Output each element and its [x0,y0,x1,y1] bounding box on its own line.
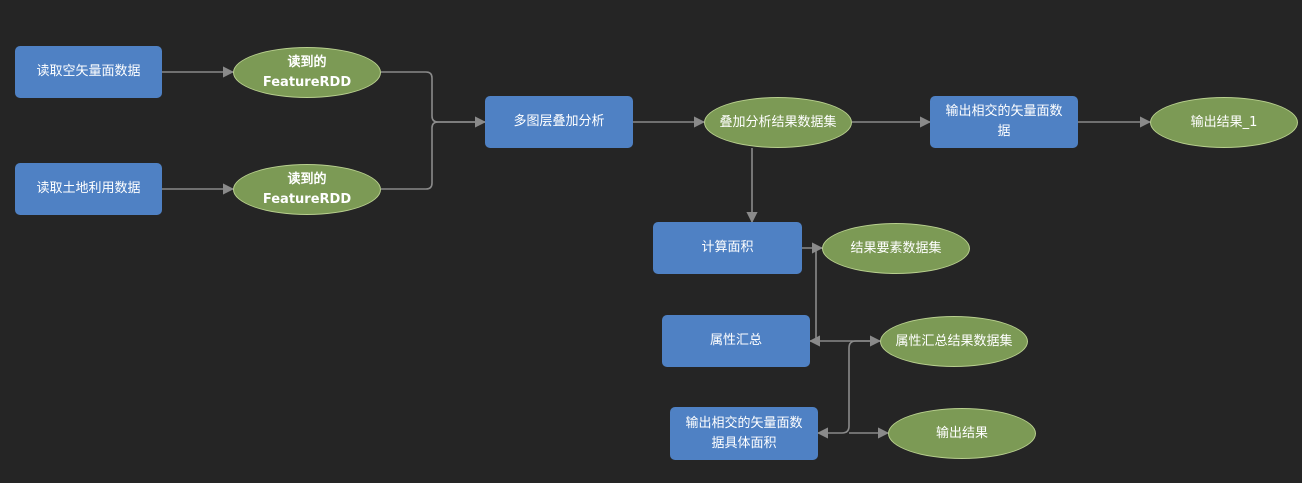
edge-rdd2-to-overlay [381,121,485,190]
edge-features-to-attr-summary [808,247,822,347]
node-result-features[interactable]: 结果要素数据集 [822,223,970,274]
node-output-intersect-area[interactable]: 输出相交的矢量面数据具体面积 [670,407,818,460]
node-feature-rdd-2[interactable]: 读到的FeatureRDD [233,164,381,215]
node-attr-summary[interactable]: 属性汇总 [662,315,810,367]
node-attr-summary-result[interactable]: 属性汇总结果数据集 [880,316,1028,367]
edge-summary-result-to-output-area [816,340,880,439]
node-overlay-analysis[interactable]: 多图层叠加分析 [485,96,633,148]
edge-rdd1-to-overlay [381,71,487,128]
node-output-result-1[interactable]: 输出结果_1 [1150,97,1298,148]
node-calc-area[interactable]: 计算面积 [653,222,802,274]
node-read-land[interactable]: 读取土地利用数据 [15,163,162,215]
node-output-intersect[interactable]: 输出相交的矢量面数据 [930,96,1078,148]
node-feature-rdd-1[interactable]: 读到的FeatureRDD [233,47,381,98]
node-read-vacant[interactable]: 读取空矢量面数据 [15,46,162,98]
node-overlay-result[interactable]: 叠加分析结果数据集 [704,97,852,148]
node-output-result[interactable]: 输出结果 [888,408,1036,459]
